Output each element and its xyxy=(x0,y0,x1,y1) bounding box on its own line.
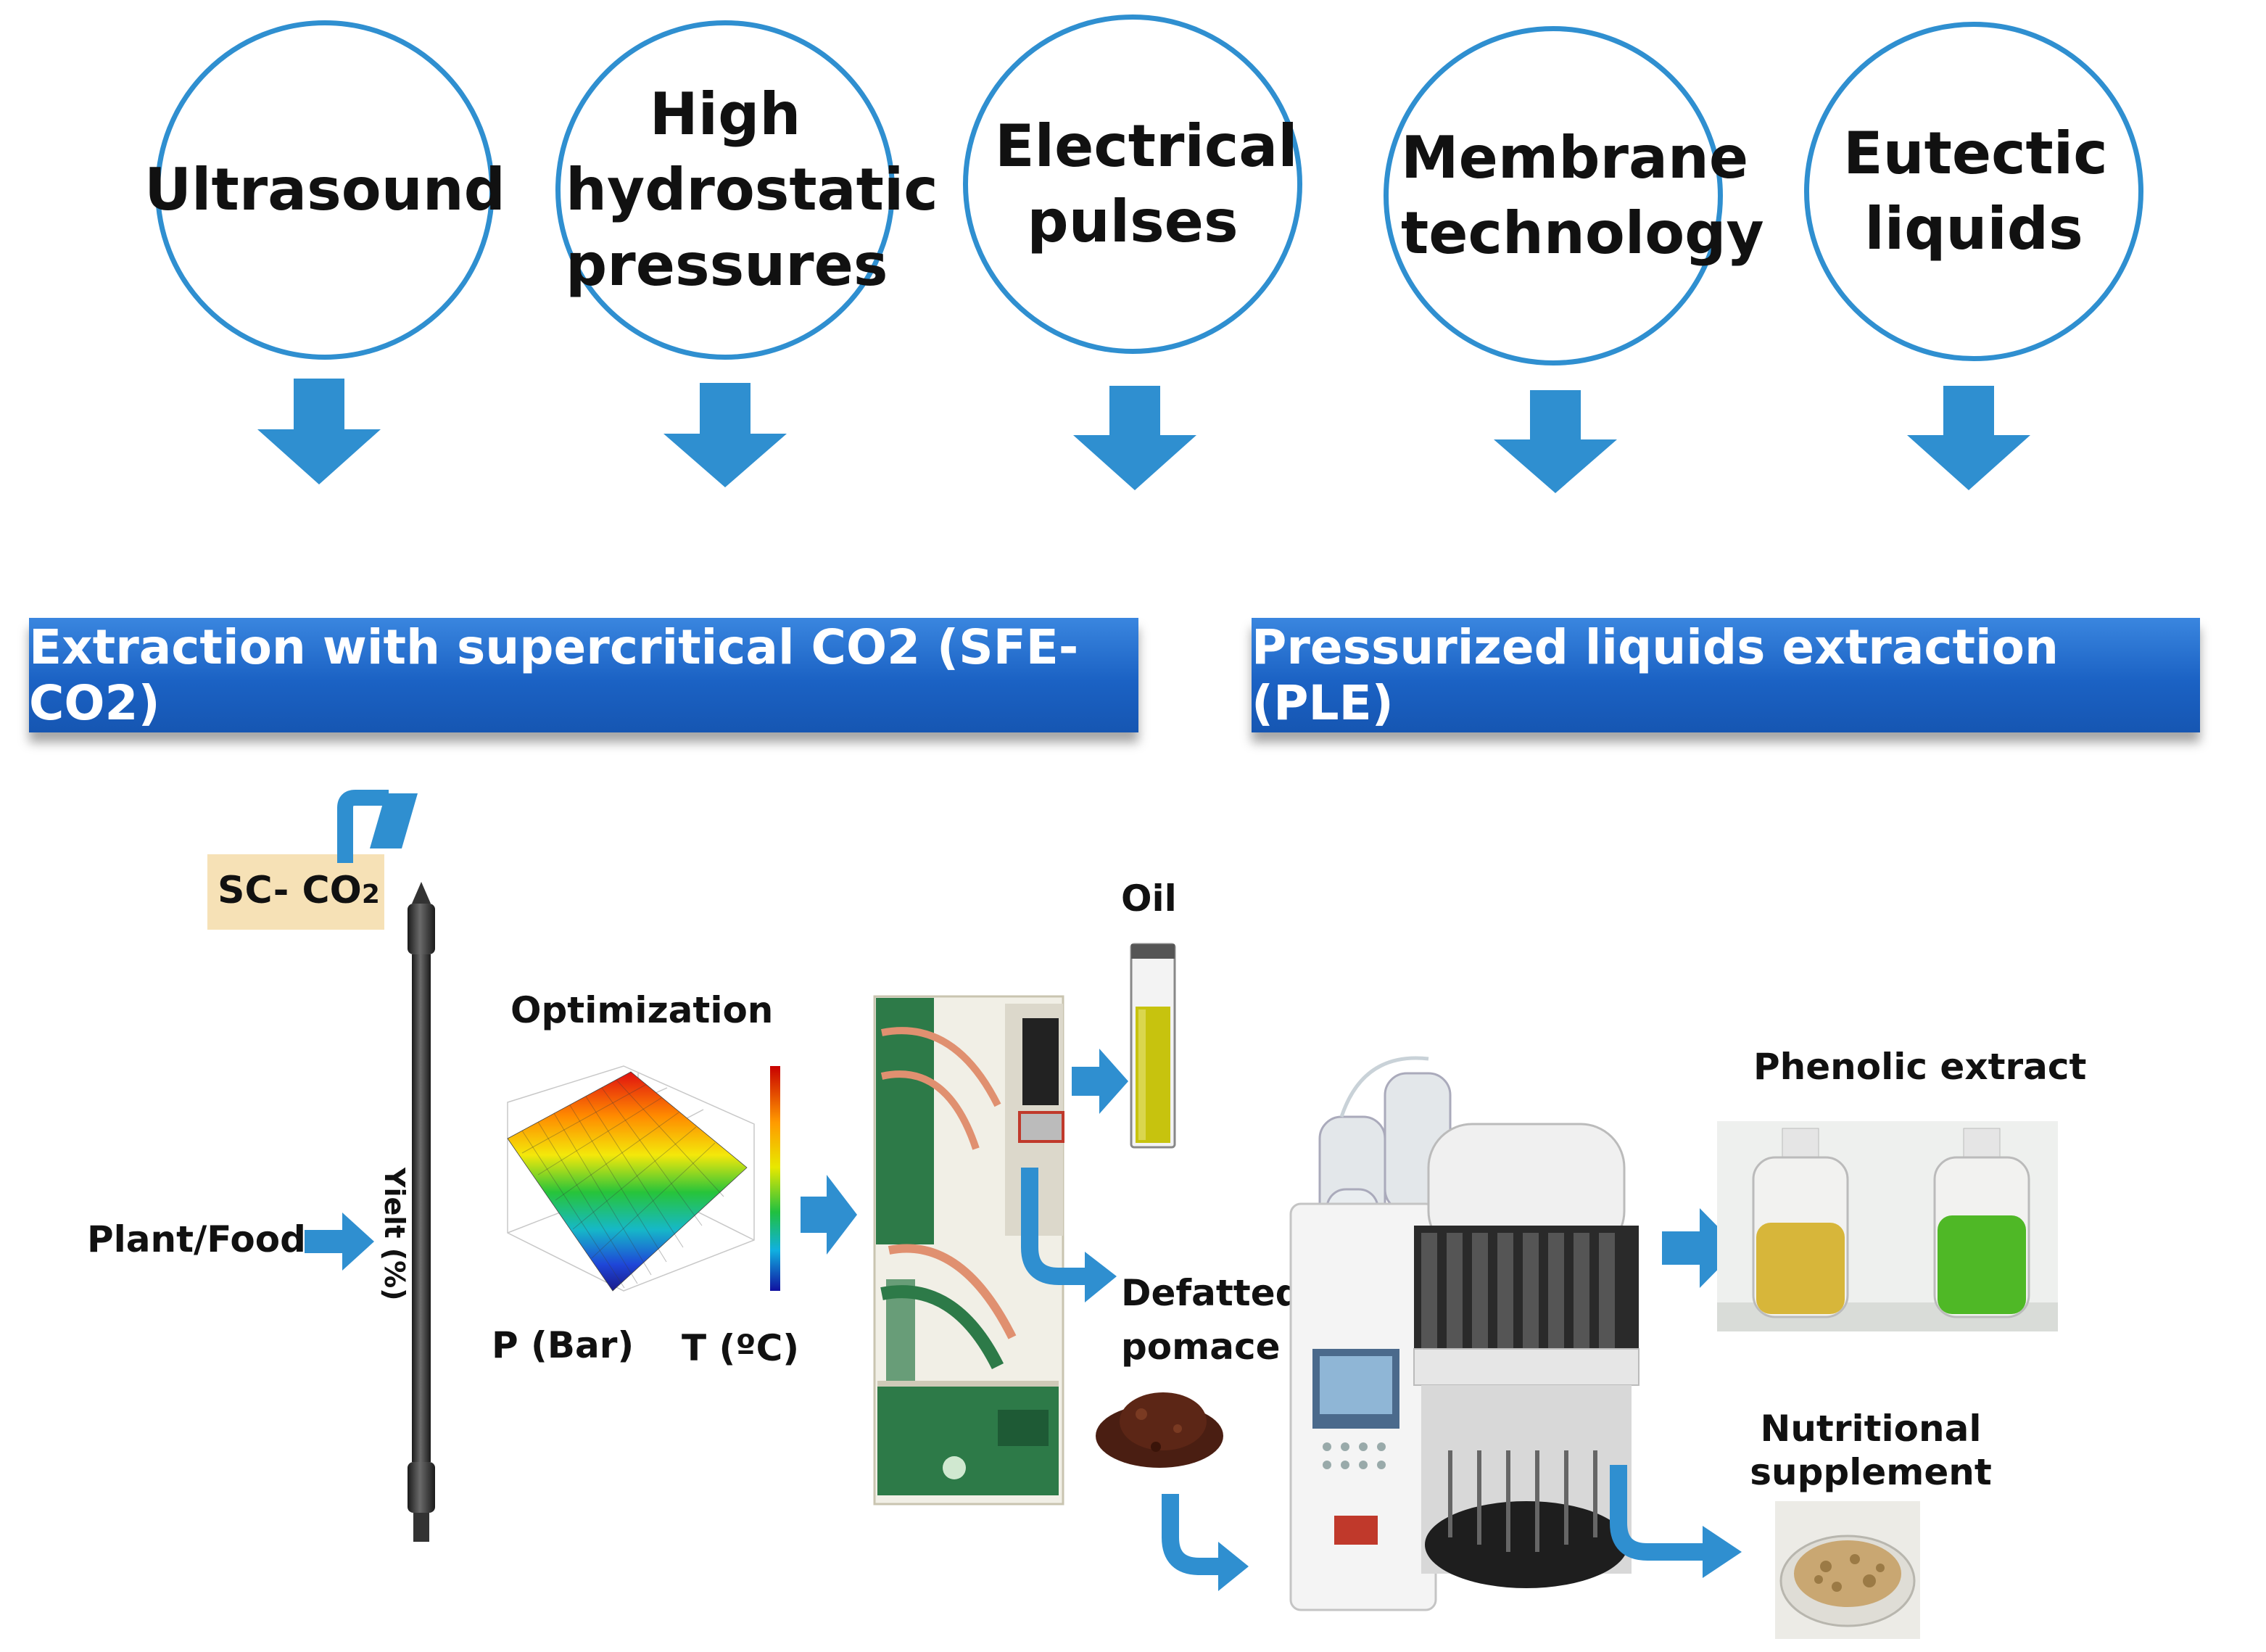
down-arrow-icon xyxy=(1073,386,1196,490)
curved-down-right-arrow-icon xyxy=(1021,1168,1117,1302)
pomace-powder-photo xyxy=(1096,1392,1223,1468)
ple-instrument-photo xyxy=(1289,1056,1639,1611)
nutritional-supplement-photo xyxy=(1775,1501,1920,1639)
down-arrow-icon xyxy=(257,379,381,484)
technique-eutectic-liquids: Eutectic liquids xyxy=(1804,22,2143,361)
technique-electrical-pulses: Electrical pulses xyxy=(963,15,1302,354)
yield-axis-label: Yielt (%) xyxy=(379,1168,410,1301)
sc-co2-hook-arrow-icon xyxy=(337,790,418,863)
optimization-label: Optimization xyxy=(510,989,774,1031)
down-arrow-icon xyxy=(1907,386,2030,490)
technique-membrane-technology: Membrane technology xyxy=(1384,26,1764,365)
technique-label: Membrane technology xyxy=(1401,124,1764,267)
technique-high-hydrostatic-pressures: High hydrostatic pressures xyxy=(555,20,938,360)
technique-label: Eutectic liquids xyxy=(1843,120,2108,263)
banner-sfe-co2: Extraction with supercritical CO2 (SFE-C… xyxy=(29,618,1138,732)
extraction-column xyxy=(408,882,435,1542)
right-arrow-icon xyxy=(1662,1208,1739,1288)
right-arrow-icon xyxy=(1072,1049,1128,1114)
nutritional-supplement-label: Nutritional supplement xyxy=(1750,1408,1992,1493)
sfe-machine-photo xyxy=(873,995,1064,1506)
sc-co2-box xyxy=(207,854,384,930)
down-arrow-icon xyxy=(1494,390,1617,493)
banner-sfe-title: Extraction with supercritical CO2 (SFE-C… xyxy=(29,619,1079,731)
banner-ple: Pressurized liquids extraction (PLE) xyxy=(1252,618,2200,732)
t-axis-label: T (ºC) xyxy=(682,1327,800,1369)
right-arrow-icon xyxy=(801,1175,857,1255)
banner-ple-title: Pressurized liquids extraction (PLE) xyxy=(1252,619,2059,731)
technique-label: High hydrostatic pressures xyxy=(566,80,938,299)
response-surface-plot xyxy=(507,1065,780,1292)
plant-food-label: Plant/Food xyxy=(87,1218,306,1260)
defatted-pomace-label: Defatted pomace xyxy=(1121,1272,1302,1368)
technique-label: Electrical pulses xyxy=(995,112,1298,255)
right-arrow-icon xyxy=(305,1213,374,1271)
sc-co2-label: SC- CO2 xyxy=(218,869,380,912)
oil-label: Oil xyxy=(1121,877,1177,920)
curved-down-right-arrow-icon xyxy=(1162,1494,1249,1591)
p-axis-label: P (Bar) xyxy=(492,1324,634,1366)
phenolic-extract-label: Phenolic extract xyxy=(1753,1046,2087,1088)
down-arrows xyxy=(257,379,2030,493)
technique-ultrasound: Ultrasound xyxy=(144,20,505,360)
oil-vial-photo xyxy=(1130,943,1176,1149)
technique-label: Ultrasound xyxy=(144,156,505,223)
phenolic-extract-bottles-photo xyxy=(1717,1121,2058,1331)
curved-down-right-arrow-icon xyxy=(1610,1465,1742,1578)
down-arrow-icon xyxy=(663,383,787,487)
